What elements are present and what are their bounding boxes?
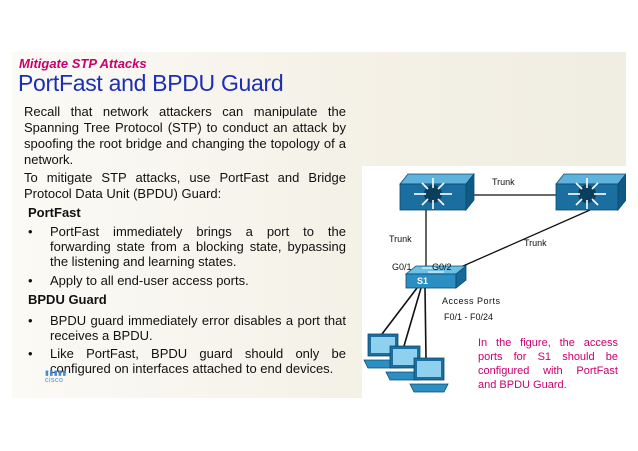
switch-label-s1: S1: [417, 276, 429, 286]
bullet-marker: •: [28, 273, 33, 288]
bullet-text: Like PortFast, BPDU guard should only be…: [50, 346, 346, 376]
intro-paragraph: Recall that network attackers can manipu…: [24, 104, 346, 167]
router-icon: [399, 172, 475, 212]
port-label-g02: G0/2: [432, 262, 452, 272]
access-ports-title: Access Ports: [442, 296, 501, 306]
access-ports-range: F0/1 - F0/24: [444, 312, 494, 322]
cisco-logo-text: cisco: [45, 377, 64, 384]
diagram-caption: In the figure, the access ports for S1 s…: [478, 337, 618, 391]
access-link: [424, 287, 427, 359]
cisco-logo: ▮▮▮▮▮ cisco: [45, 370, 67, 384]
multilayer-switch-icon: [555, 173, 626, 212]
bullet-item: • PortFast immediately brings a port to …: [28, 224, 346, 269]
bullet-marker: •: [28, 346, 33, 361]
bpdu-guard-heading: BPDU Guard: [28, 292, 107, 307]
bullet-item: • Apply to all end-user access ports.: [28, 273, 346, 288]
cisco-logo-bars: ▮▮▮▮▮: [45, 370, 67, 377]
switch-icon: [404, 265, 468, 289]
bullet-text: Apply to all end-user access ports.: [50, 273, 249, 288]
portfast-heading: PortFast: [28, 205, 81, 220]
slide-kicker: Mitigate STP Attacks: [19, 56, 147, 71]
topology-diagram: [363, 172, 626, 393]
bullet-item: • BPDU guard immediately error disables …: [28, 313, 346, 343]
bullet-item: • Like PortFast, BPDU guard should only …: [28, 346, 346, 376]
trunk-label-top: Trunk: [492, 177, 515, 187]
trunk-label-right: Trunk: [524, 238, 547, 248]
bullet-text: BPDU guard immediately error disables a …: [50, 313, 346, 343]
access-link: [403, 287, 422, 347]
pc-icon: [409, 357, 449, 393]
slide-title: PortFast and BPDU Guard: [18, 70, 284, 96]
port-label-g01: G0/1: [392, 262, 412, 272]
access-link: [381, 287, 418, 335]
slide: Mitigate STP Attacks PortFast and BPDU G…: [12, 52, 626, 398]
bullet-marker: •: [28, 224, 33, 239]
trunk-link-right: [453, 209, 591, 271]
trunk-label-left: Trunk: [389, 234, 412, 244]
bullet-text: PortFast immediately brings a port to th…: [50, 224, 346, 269]
bullet-marker: •: [28, 313, 33, 328]
mitigation-paragraph: To mitigate STP attacks, use PortFast an…: [24, 170, 346, 201]
